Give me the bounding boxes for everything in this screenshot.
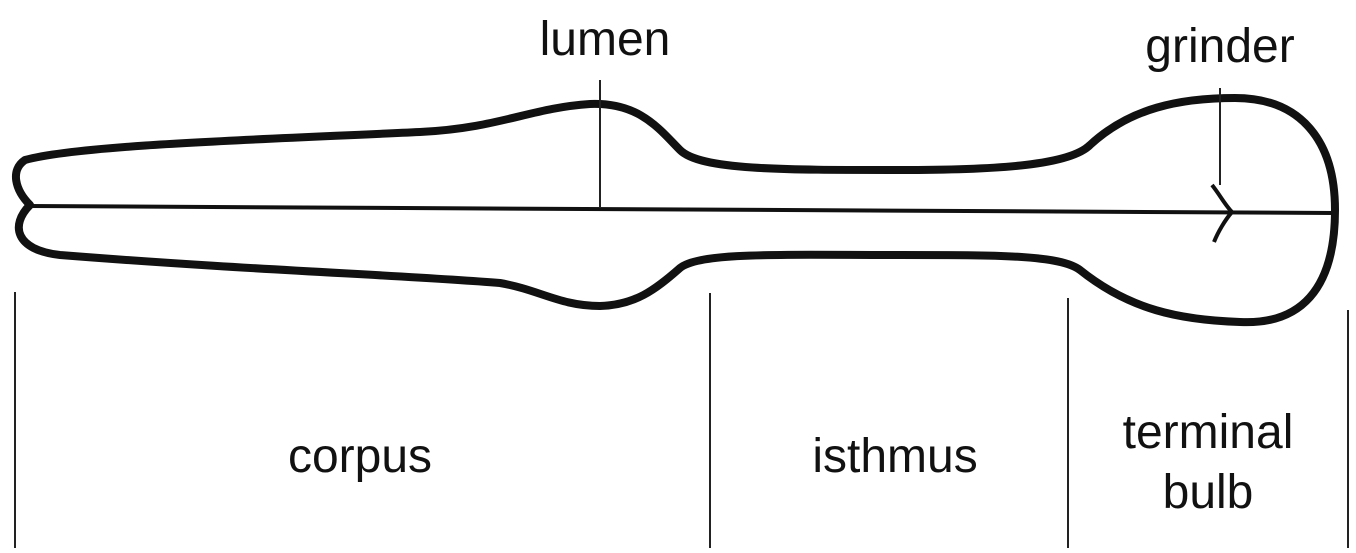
isthmus-label: isthmus	[812, 430, 977, 483]
grinder-label: grinder	[1145, 20, 1294, 73]
terminal-bulb-label-line1: terminal	[1123, 406, 1294, 459]
lumen-label: lumen	[540, 13, 671, 66]
terminal-bulb-label-line2: bulb	[1163, 466, 1254, 519]
corpus-label: corpus	[288, 430, 432, 483]
lumen-line	[28, 206, 1335, 213]
